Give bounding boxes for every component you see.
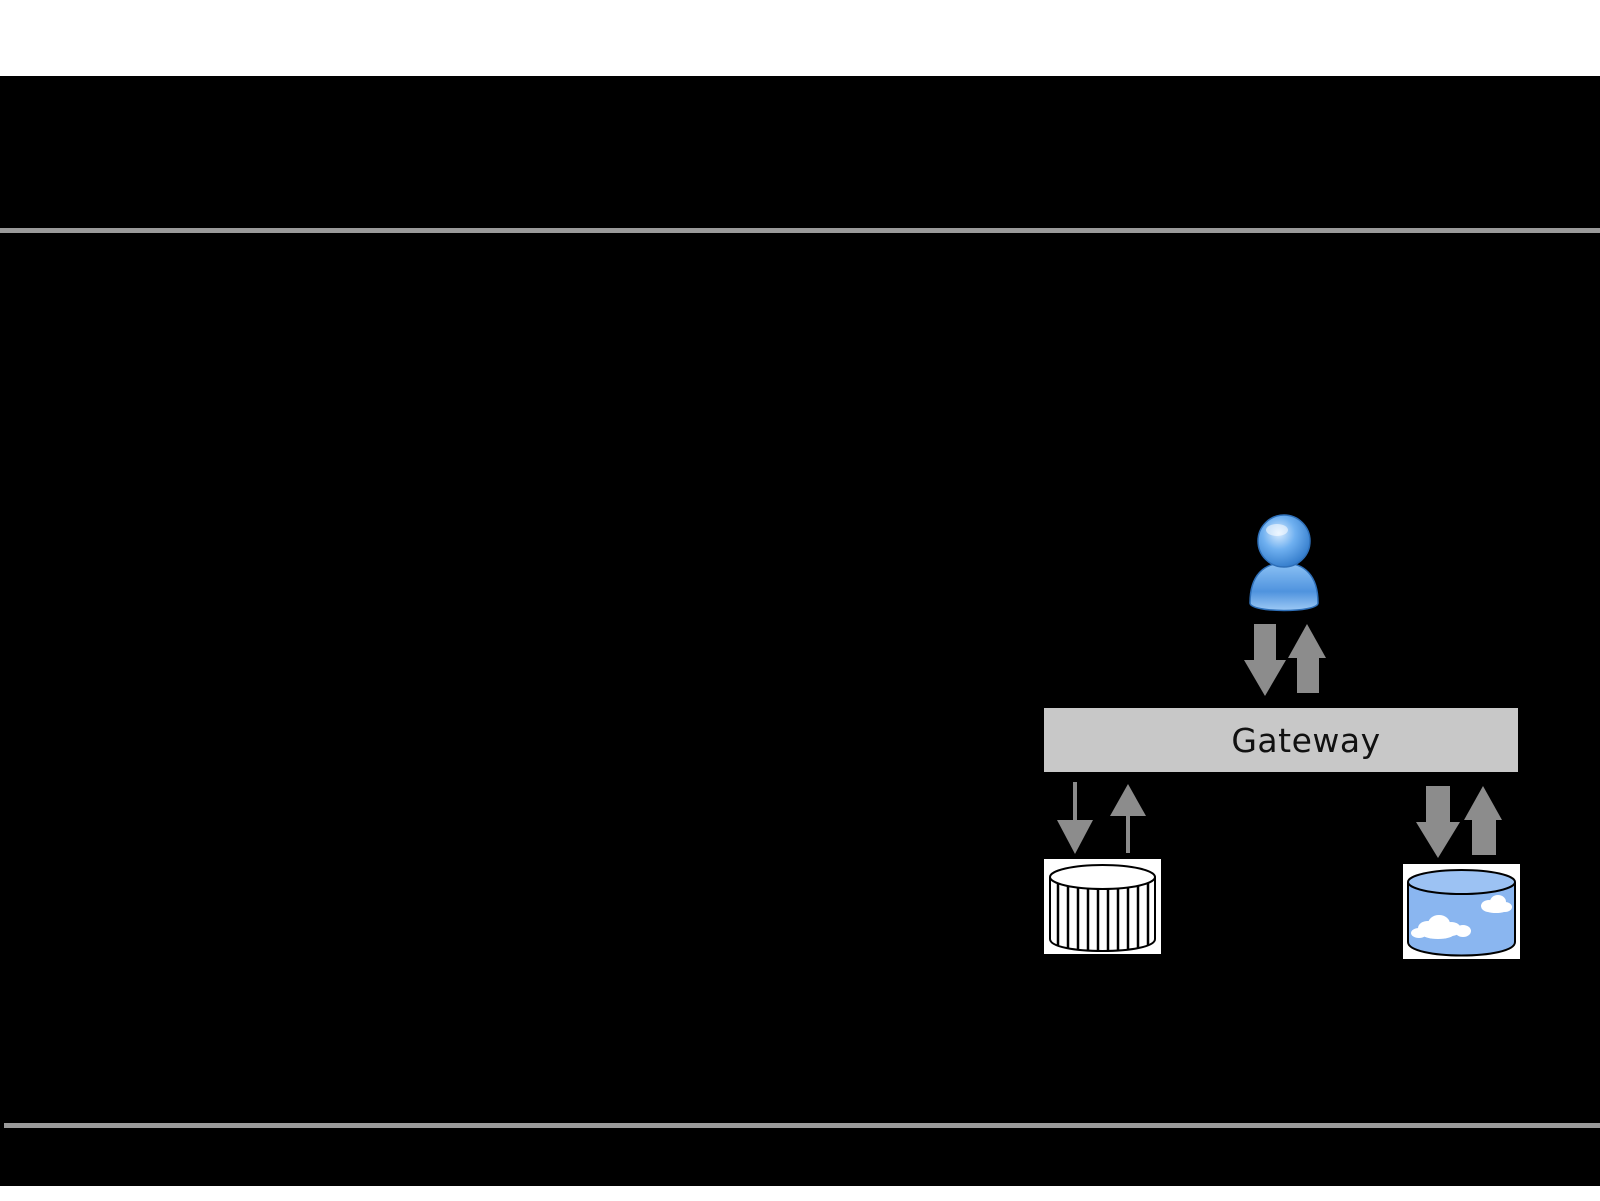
bottom-divider: [4, 1123, 1600, 1128]
cloud-database-icon: [1403, 864, 1520, 959]
arrow-up-icon: [1288, 624, 1326, 693]
user-gateway-arrows: [1244, 624, 1326, 696]
arrow-up-icon: [1464, 786, 1502, 855]
arrow-down-icon: [1057, 782, 1093, 854]
gateway-box: Gateway: [1044, 708, 1518, 772]
striped-database-icon: [1044, 859, 1161, 954]
arrow-up-icon: [1110, 784, 1146, 853]
slide: Gateway: [0, 76, 1600, 1186]
arrow-down-icon: [1244, 624, 1286, 696]
gateway-local-db-arrows: [1057, 782, 1146, 854]
gateway-label: Gateway: [1231, 720, 1381, 760]
top-divider: [0, 228, 1600, 233]
user-icon: [1249, 514, 1319, 612]
arrow-down-icon: [1416, 786, 1460, 858]
gateway-cloud-db-arrows: [1416, 786, 1502, 858]
